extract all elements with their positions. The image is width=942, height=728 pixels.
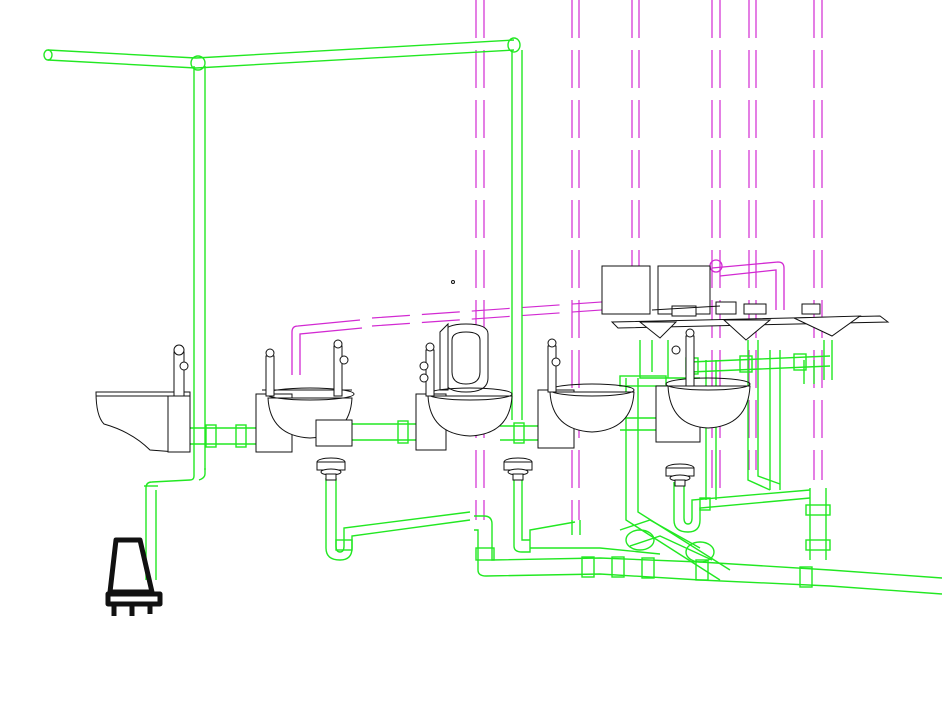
floor-drain-2: [503, 457, 533, 481]
cleanout-stack-base: [105, 537, 163, 616]
toilet-1: [95, 344, 191, 453]
left-drop: [144, 468, 206, 580]
vent-riser-1: [475, 0, 485, 520]
floor-drain-trap-2: [513, 478, 581, 553]
drain-pipe-network: [43, 37, 942, 595]
right-side-stacks: [619, 340, 833, 581]
toilet-2: [255, 339, 355, 453]
floor-drain-trap-3: [673, 482, 811, 533]
toilet-4: [537, 338, 635, 449]
floor-drain-3: [665, 463, 695, 487]
floor-drain-1: [316, 457, 346, 481]
urinal: [439, 322, 489, 393]
toilet-3: [415, 280, 513, 451]
center-riser: [511, 50, 523, 420]
left-riser: [193, 66, 206, 470]
main-building-drain: [474, 515, 942, 595]
vent-risers: [291, 0, 823, 520]
top-vent-header: [43, 37, 521, 71]
vent-riser-3: [631, 0, 640, 310]
fixtures: [95, 265, 890, 616]
lavatory-counter: [601, 265, 890, 341]
vent-riser-5: [748, 0, 757, 470]
floor-drain-trap-1: [325, 478, 471, 561]
toilet-5: [655, 328, 751, 443]
vent-riser-6: [813, 0, 823, 480]
